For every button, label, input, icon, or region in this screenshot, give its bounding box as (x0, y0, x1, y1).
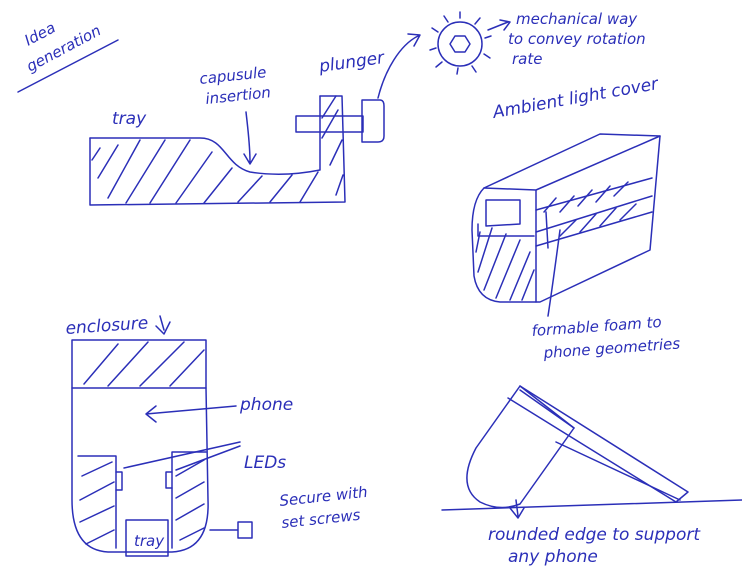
stand-sketch: rounded edge to support any phone (441, 385, 742, 567)
led-marks (115, 471, 173, 491)
plunger-shaft (295, 115, 364, 133)
tray-slot (125, 519, 169, 557)
tray-slot-label: tray (134, 532, 165, 550)
enclosure-body (71, 387, 209, 553)
plunger-arrow (377, 33, 421, 99)
stand-label-1: rounded edge to support (488, 525, 701, 545)
foam-label-2: phone geometries (542, 334, 681, 362)
set-screw (209, 521, 253, 539)
tray-sketch: tray capusule insertion plunger (89, 33, 421, 206)
gear-hub (449, 35, 471, 53)
cover-foam-bands (535, 177, 653, 249)
gear-label-3: rate (512, 50, 542, 68)
capsule-label-2: insertion (205, 83, 272, 108)
stand-arrow (509, 499, 525, 519)
cover-title: Ambient light cover (490, 74, 660, 123)
foam-leader (547, 229, 561, 317)
tray-cavity (89, 95, 321, 175)
cover-outline (471, 133, 661, 303)
title-block: Idea generation (17, 18, 119, 93)
enclosure-sketch: enclosure tray phone LEDs Secure with se… (65, 313, 368, 557)
phone-slab (507, 385, 689, 503)
ground-line (441, 499, 742, 511)
phone-label: phone (239, 395, 293, 415)
rounded-stand-body (466, 385, 575, 509)
tray-label: tray (112, 109, 147, 129)
title-underline (17, 39, 119, 93)
plunger-handle (361, 99, 385, 143)
stand-edges (519, 389, 681, 501)
enclosure-label: enclosure (65, 313, 149, 339)
capsule-arrow (243, 111, 257, 165)
cover-front-detail (477, 199, 535, 237)
lid-hatching (83, 341, 205, 387)
tray-body (89, 95, 346, 206)
cover-sketch: Ambient light cover formable foam to pho… (471, 74, 681, 362)
leds-label: LEDs (244, 453, 286, 473)
cover-hatching (475, 181, 637, 301)
gear-icon (437, 21, 483, 67)
cover-edges (483, 135, 661, 303)
gear-label-1: mechanical way (516, 10, 638, 28)
gear-arrow (487, 19, 511, 31)
inner-walls (77, 451, 207, 549)
tray-hatching (91, 95, 344, 204)
enclosure-lid (71, 339, 207, 389)
foam-label-1: formable foam to (531, 313, 662, 340)
gear-teeth (429, 11, 492, 75)
phone-arrow (145, 405, 237, 423)
leds-leaders (123, 441, 241, 471)
gear-label-2: to convey rotation (508, 30, 646, 48)
secure-label-2: set screws (281, 506, 362, 532)
wall-hatching (79, 459, 205, 545)
gear-sketch: mechanical way to convey rotation rate (429, 10, 646, 75)
stand-label-2: any phone (508, 547, 598, 567)
plunger-label: plunger (317, 48, 386, 77)
enclosure-arrow (155, 315, 171, 335)
